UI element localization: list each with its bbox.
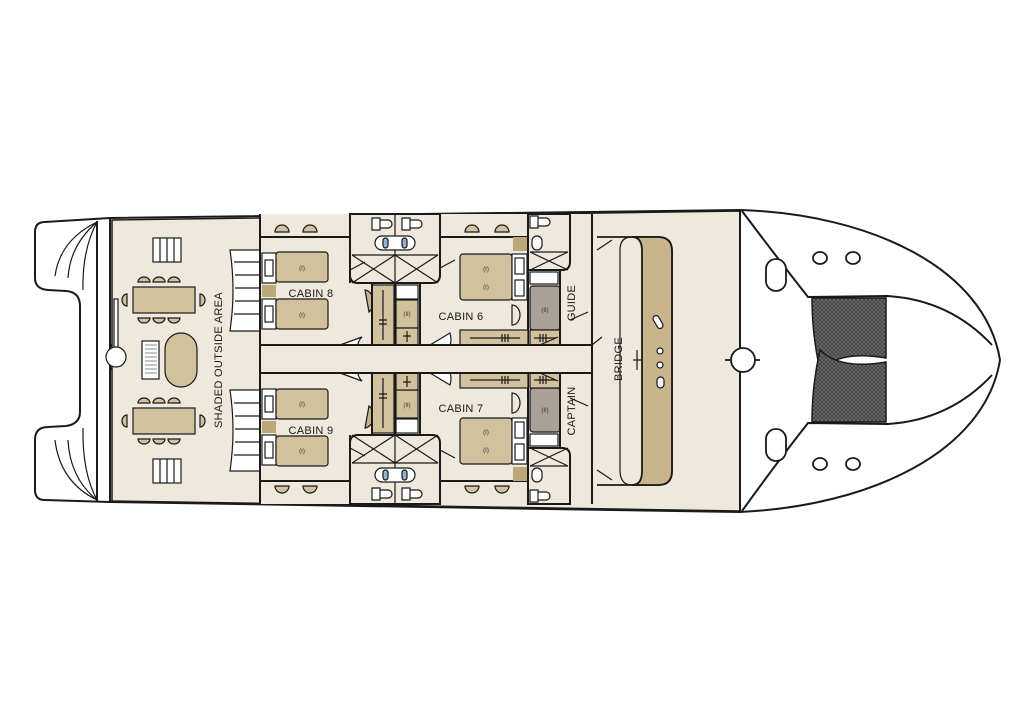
bed-marks: (I) (I) (I) (I) (I) (I) (I) (I) (II) (II… — [299, 266, 549, 455]
closet-mark: (II) — [541, 308, 548, 314]
bed-mark: (I) — [483, 285, 489, 291]
stairs-starboard — [152, 458, 182, 484]
dining-table-starboard — [132, 407, 196, 435]
closet-mark: (II) — [403, 403, 410, 409]
cabin-block-walls — [259, 214, 593, 504]
bridge-console — [591, 236, 673, 486]
label-captain: CAPTAIN — [566, 387, 578, 436]
bed-mark: (I) — [299, 313, 305, 319]
bed-mark: (I) — [483, 448, 489, 454]
label-guide: GUIDE — [566, 285, 578, 321]
stairs-port — [152, 237, 182, 263]
portholes — [765, 251, 861, 471]
label-bridge: BRIDGE — [613, 337, 625, 381]
mast-base — [725, 347, 760, 373]
label-shaded-outside-area: SHADED OUTSIDE AREA — [213, 292, 225, 428]
bed-mark: (I) — [299, 402, 305, 408]
closet-mark: (II) — [541, 408, 548, 414]
label-cabin-7: CABIN 7 — [439, 403, 484, 415]
bed-mark: (I) — [483, 430, 489, 436]
label-cabin-6: CABIN 6 — [439, 311, 484, 323]
label-cabin-8: CABIN 8 — [289, 288, 334, 300]
outside-furniture — [105, 237, 261, 484]
chairs — [121, 276, 206, 445]
bow-inner-edge — [741, 210, 993, 512]
grill — [141, 340, 160, 380]
dining-table-port — [132, 286, 196, 314]
closet-mark: (II) — [403, 312, 410, 318]
bed-mark: (I) — [299, 449, 305, 455]
oval-table — [164, 332, 198, 388]
bed-mark: (I) — [483, 267, 489, 273]
corridor — [259, 344, 593, 374]
cabin-block-port — [259, 213, 593, 366]
stern-steps — [54, 221, 98, 501]
stairs-down — [229, 249, 261, 472]
bed-mark: (I) — [299, 266, 305, 272]
flagpole — [105, 298, 127, 371]
trampoline-net-starboard — [811, 348, 887, 423]
label-cabin-9: CABIN 9 — [289, 425, 334, 437]
